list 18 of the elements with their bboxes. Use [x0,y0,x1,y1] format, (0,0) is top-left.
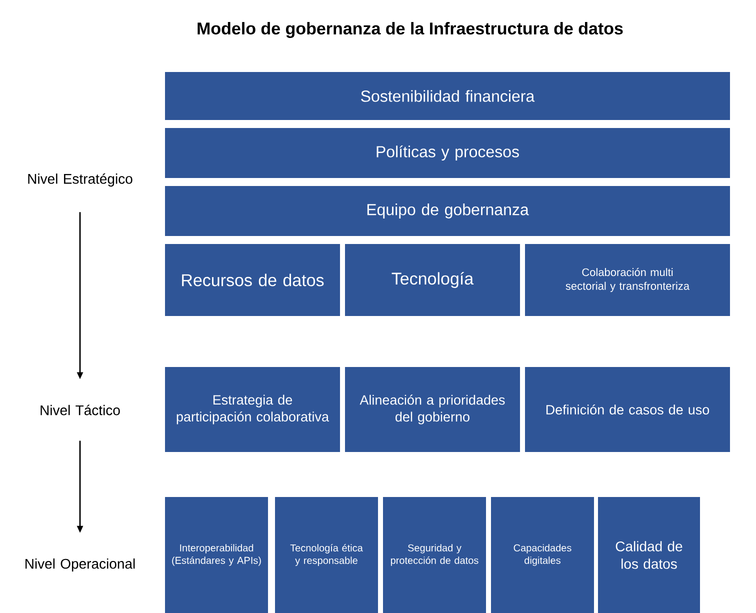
process-box: Calidad de los datos [598,496,700,613]
title: Modelo de gobernanza de la Infraestructura de datos [198,22,623,38]
process-box: Colaboración multi sectorial y transfronteriza [525,244,730,316]
process-box: Recursos de datos [165,244,340,316]
process-box: Interoperabilidad (Estándares y APIs) [165,496,268,613]
process-box: Capacidades digitales [491,496,594,613]
process-box: Alineación a prioridades del gobierno [345,366,520,452]
process-box: Políticas y procesos [165,128,730,178]
process-box: Definición de casos de uso [525,366,730,452]
process-box: Sostenibilidad financiera [165,72,730,120]
level-label: Nivel Táctico [40,404,120,416]
process-box: Estrategia de participación colaborativa [165,366,340,452]
process-box: Seguridad y protección de datos [383,496,486,613]
process-box: Equipo de gobernanza [165,186,730,236]
level-label: Nivel Operacional [26,558,135,572]
process-box: Tecnología [345,244,520,316]
process-box: Tecnología ética y responsable [275,496,378,613]
level-label: Nivel Estratégico [28,173,132,187]
